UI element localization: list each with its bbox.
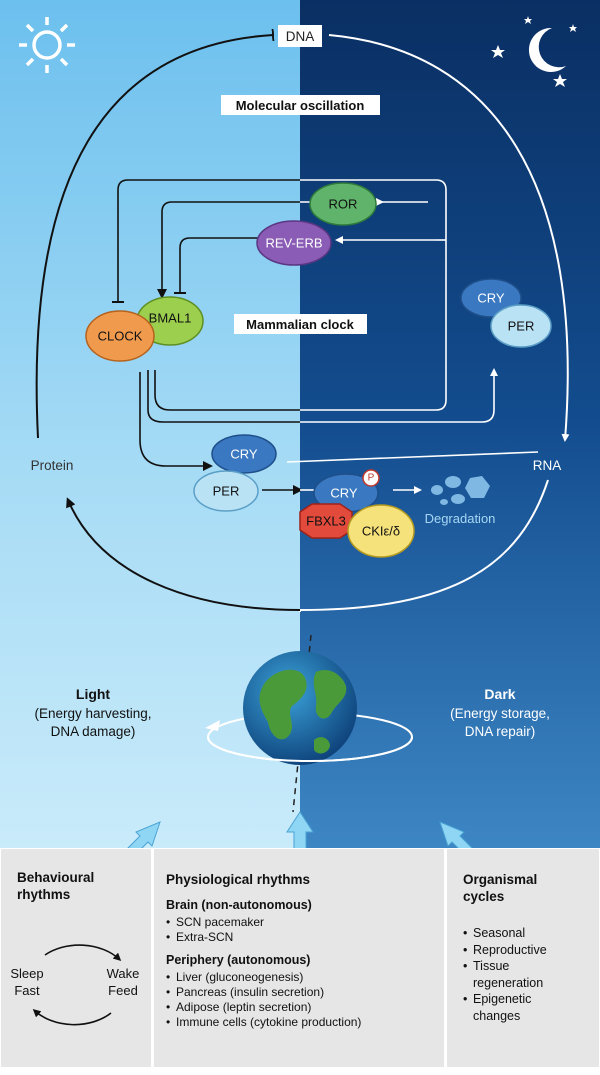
behavioural-title-line2: rhythms — [17, 887, 71, 902]
per-bottom-label: PER — [213, 484, 240, 499]
dark-title: Dark — [484, 686, 515, 702]
light-line2: DNA damage) — [51, 724, 136, 739]
periphery-title: Periphery (autonomous) — [166, 953, 311, 967]
sun-icon — [19, 17, 75, 73]
brain-list: SCN pacemaker Extra-SCN — [166, 915, 444, 945]
star-icon — [491, 16, 577, 87]
organismal-panel: Organismal cycles Seasonal Reproductive … — [446, 848, 600, 1068]
ckie-label: CKIε/δ — [362, 524, 400, 539]
fbxl3-node: FBXL3 — [299, 503, 353, 539]
list-item: Epigenetic changes — [463, 991, 599, 1024]
list-item: Immune cells (cytokine production) — [166, 1015, 444, 1030]
dna-to-rna-arrow — [328, 34, 570, 442]
rna-label: RNA — [533, 458, 562, 473]
per-right-node: PER — [490, 304, 552, 348]
list-item: Tissue regeneration — [463, 958, 599, 991]
list-item: SCN pacemaker — [166, 915, 444, 930]
behavioural-title-line1: Behavioural — [17, 870, 95, 885]
rna-to-protein-arrow-day — [66, 497, 301, 611]
dna-label: DNA — [286, 29, 315, 44]
cry-bottom-node: CRY — [211, 434, 277, 474]
behavioural-panel: Behavioural rhythms Sleep Fast Wake Feed — [0, 848, 152, 1068]
per-bottom-node: PER — [193, 470, 259, 512]
earth-continents — [259, 669, 347, 754]
ckie-node: CKIε/δ — [347, 504, 415, 558]
list-item-text: Epigenetic — [473, 992, 532, 1006]
black-feedback-lines — [112, 179, 303, 495]
wake-label: Wake — [107, 966, 140, 981]
light-title: Light — [76, 686, 111, 702]
brain-title: Brain (non-autonomous) — [166, 898, 312, 912]
list-item: Adipose (leptin secretion) — [166, 1000, 444, 1015]
rna-to-protein-arrow-night — [299, 479, 549, 612]
light-line1: (Energy harvesting, — [34, 706, 151, 721]
list-item: Reproductive — [463, 942, 599, 959]
ror-label: ROR — [329, 197, 358, 212]
rev-erb-node: REV-ERB — [256, 220, 332, 266]
fast-label: Fast — [14, 983, 40, 998]
sleep-label: Sleep — [10, 966, 43, 981]
center-title-box — [234, 314, 367, 334]
per-right-label: PER — [508, 319, 535, 334]
phospho-label: P — [368, 473, 375, 484]
list-item: Extra-SCN — [166, 930, 444, 945]
dark-line2: DNA repair) — [465, 724, 536, 739]
sleep-wake-cycle: Sleep Fast Wake Feed — [10, 944, 140, 1026]
list-item-text: Tissue — [473, 959, 510, 973]
protein-label: Protein — [31, 458, 74, 473]
periphery-list: Liver (gluconeogenesis) Pancreas (insuli… — [166, 970, 444, 1030]
cry-bottom-label: CRY — [230, 447, 258, 462]
list-item-text: changes — [473, 1008, 521, 1023]
section-title-box — [221, 95, 380, 115]
list-item: Seasonal — [463, 925, 599, 942]
center-title: Mammalian clock — [246, 317, 354, 332]
list-item: Liver (gluconeogenesis) — [166, 970, 444, 985]
feed-label: Feed — [108, 983, 138, 998]
moon-icon — [528, 27, 566, 72]
cry-phos-label: CRY — [330, 486, 358, 501]
dna-box — [278, 25, 322, 47]
organismal-title-line1: Organismal — [463, 872, 538, 887]
orbit-ring-front — [207, 736, 413, 762]
clock-label: CLOCK — [98, 329, 143, 344]
organismal-list: Seasonal Reproductive Tissue regeneration… — [463, 925, 599, 1024]
list-item: Pancreas (insulin secretion) — [166, 985, 444, 1000]
orbit-arrowhead — [205, 720, 220, 731]
dark-line1: (Energy storage, — [450, 706, 550, 721]
section-title: Molecular oscillation — [236, 98, 365, 113]
physiological-title: Physiological rhythms — [166, 872, 311, 887]
earth-icon — [243, 651, 357, 765]
rev-erb-label: REV-ERB — [265, 236, 322, 251]
clock-node: CLOCK — [85, 310, 155, 362]
cry-right-label: CRY — [477, 291, 505, 306]
physiological-panel: Physiological rhythms Brain (non-autonom… — [153, 848, 445, 1068]
phospho-badge: P — [362, 469, 380, 487]
protein-inhibit-dna-arrow — [35, 28, 275, 439]
ror-node: ROR — [309, 182, 377, 226]
degradation-fragments — [431, 476, 490, 505]
list-item-text: regeneration — [473, 975, 544, 990]
fbxl3-label: FBXL3 — [306, 514, 346, 529]
degradation-label: Degradation — [425, 511, 496, 526]
bmal1-label: BMAL1 — [149, 311, 192, 326]
organismal-title-line2: cycles — [463, 889, 505, 904]
